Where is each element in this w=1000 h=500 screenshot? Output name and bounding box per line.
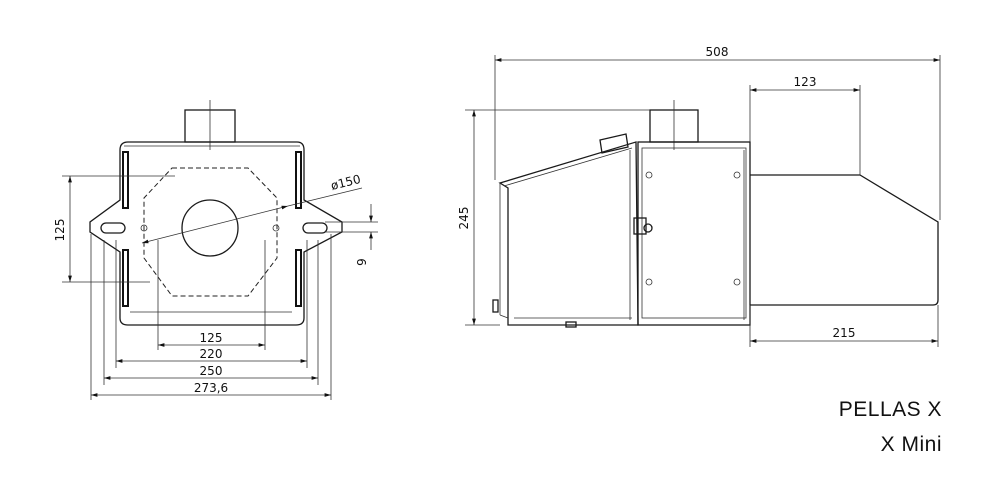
dim-length-215-label: 215 bbox=[833, 326, 856, 340]
title-variant: X Mini bbox=[880, 433, 942, 456]
dim-length-123-label: 123 bbox=[794, 75, 817, 89]
side-hopper bbox=[492, 141, 639, 328]
dim-width-220-label: 220 bbox=[200, 347, 223, 361]
side-view: 508 123 245 215 bbox=[457, 45, 941, 347]
dim-diameter-label: ø150 bbox=[329, 172, 362, 193]
dim-offset-9-label: 9 bbox=[355, 258, 369, 266]
title-model: PELLAS X bbox=[838, 398, 942, 421]
dim-offset-9: 9 bbox=[325, 204, 378, 266]
front-view: 125 ø150 9 125 220 bbox=[53, 100, 378, 400]
side-top-tab bbox=[599, 133, 629, 154]
side-burner-tube bbox=[749, 85, 939, 306]
dim-length-508: 508 bbox=[494, 45, 941, 220]
dim-width-273-6-label: 273,6 bbox=[194, 381, 228, 395]
dim-width-250: 250 bbox=[103, 240, 319, 385]
side-housing bbox=[633, 141, 751, 326]
front-dashed-outline bbox=[143, 167, 278, 297]
front-pipe-circle bbox=[181, 199, 239, 257]
dim-width-250-label: 250 bbox=[200, 364, 223, 378]
dim-width-273-6: 273,6 bbox=[90, 234, 332, 400]
dim-length-508-label: 508 bbox=[706, 45, 729, 59]
dim-length-215: 215 bbox=[749, 305, 939, 347]
dim-height-245: 245 bbox=[457, 109, 650, 326]
dim-width-125: 125 bbox=[157, 240, 266, 350]
dim-width-220: 220 bbox=[115, 240, 308, 368]
front-body bbox=[89, 141, 343, 326]
dim-length-123: 123 bbox=[750, 75, 860, 92]
dim-height-125-label: 125 bbox=[53, 219, 67, 242]
dim-width-125-label: 125 bbox=[200, 331, 223, 345]
dim-height-245-label: 245 bbox=[457, 207, 471, 230]
dim-height-125: 125 bbox=[53, 175, 175, 283]
